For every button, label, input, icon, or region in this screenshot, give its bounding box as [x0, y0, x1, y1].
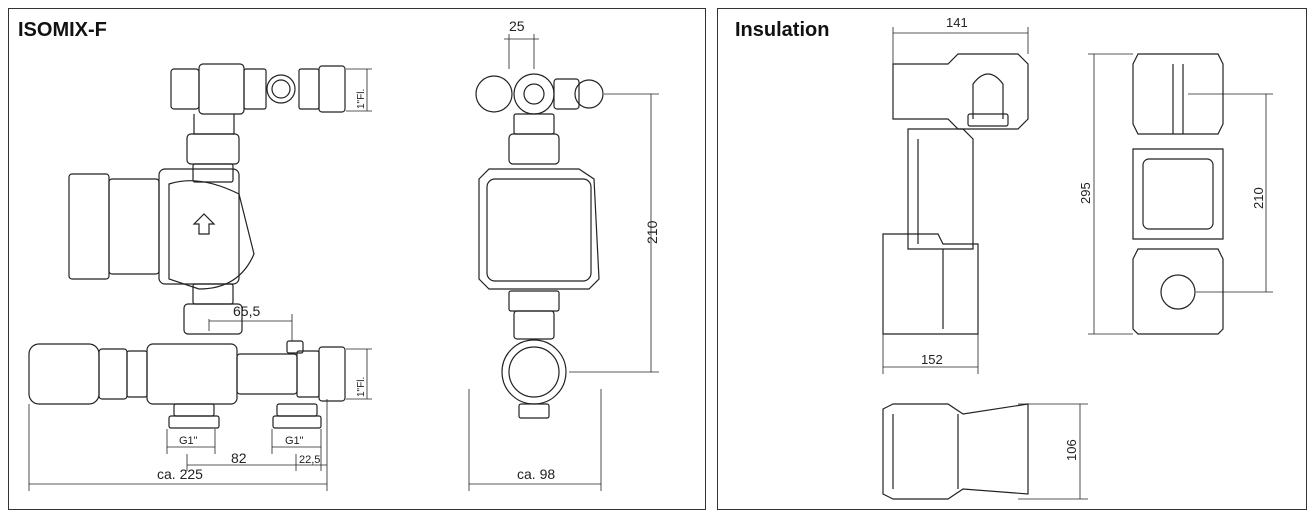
dim-g1-right: G1" [285, 435, 304, 447]
dim-insulation-depth: 106 [1064, 439, 1079, 461]
insulation-dimensions [882, 27, 1273, 500]
isomix-side-dimensions [468, 34, 659, 491]
insulation-side-view [1132, 53, 1224, 335]
panel-title-isomix: ISOMIX-F [18, 19, 107, 41]
isomix-front-dimensions [28, 68, 372, 491]
insulation-dimension-labels: 141 295 210 152 106 [921, 15, 1266, 461]
insulation-drawing: 141 295 210 152 106 [882, 15, 1273, 500]
dim-g1-left: G1" [179, 435, 198, 447]
dim-pump-height: 210 [644, 220, 660, 244]
isomix-drawing: 25 210 65,5 1"Fl. 1"Fl. G1" G1" 82 22,5 … [28, 18, 660, 491]
dim-offset: 22,5 [299, 454, 320, 466]
isomix-dimension-labels: 25 210 65,5 1"Fl. 1"Fl. G1" G1" 82 22,5 … [157, 18, 660, 482]
panel-title-insulation: Insulation [735, 19, 830, 41]
dim-top-width: 25 [509, 18, 525, 34]
isomix-side-view [475, 73, 604, 419]
panel-isomix-f: ISOMIX-F [8, 8, 706, 510]
insulation-front-view [882, 53, 1029, 335]
dim-spacing-a: 65,5 [233, 303, 260, 319]
dim-insulation-height-inner: 210 [1251, 187, 1266, 209]
dim-insulation-bottom: 152 [921, 352, 943, 367]
dim-side-width: ca. 98 [517, 466, 555, 482]
panel-insulation: Insulation [717, 8, 1307, 510]
dim-flange-bottom: 1"Fl. [356, 377, 367, 397]
dim-overall-width: ca. 225 [157, 466, 203, 482]
isomix-front-view [28, 63, 346, 429]
insulation-top-view [882, 403, 1029, 500]
dim-insulation-top: 141 [946, 15, 968, 30]
dim-flange-top: 1"Fl. [356, 89, 367, 109]
dim-insulation-height-total: 295 [1078, 182, 1093, 204]
dim-spacing-b: 82 [231, 450, 247, 466]
